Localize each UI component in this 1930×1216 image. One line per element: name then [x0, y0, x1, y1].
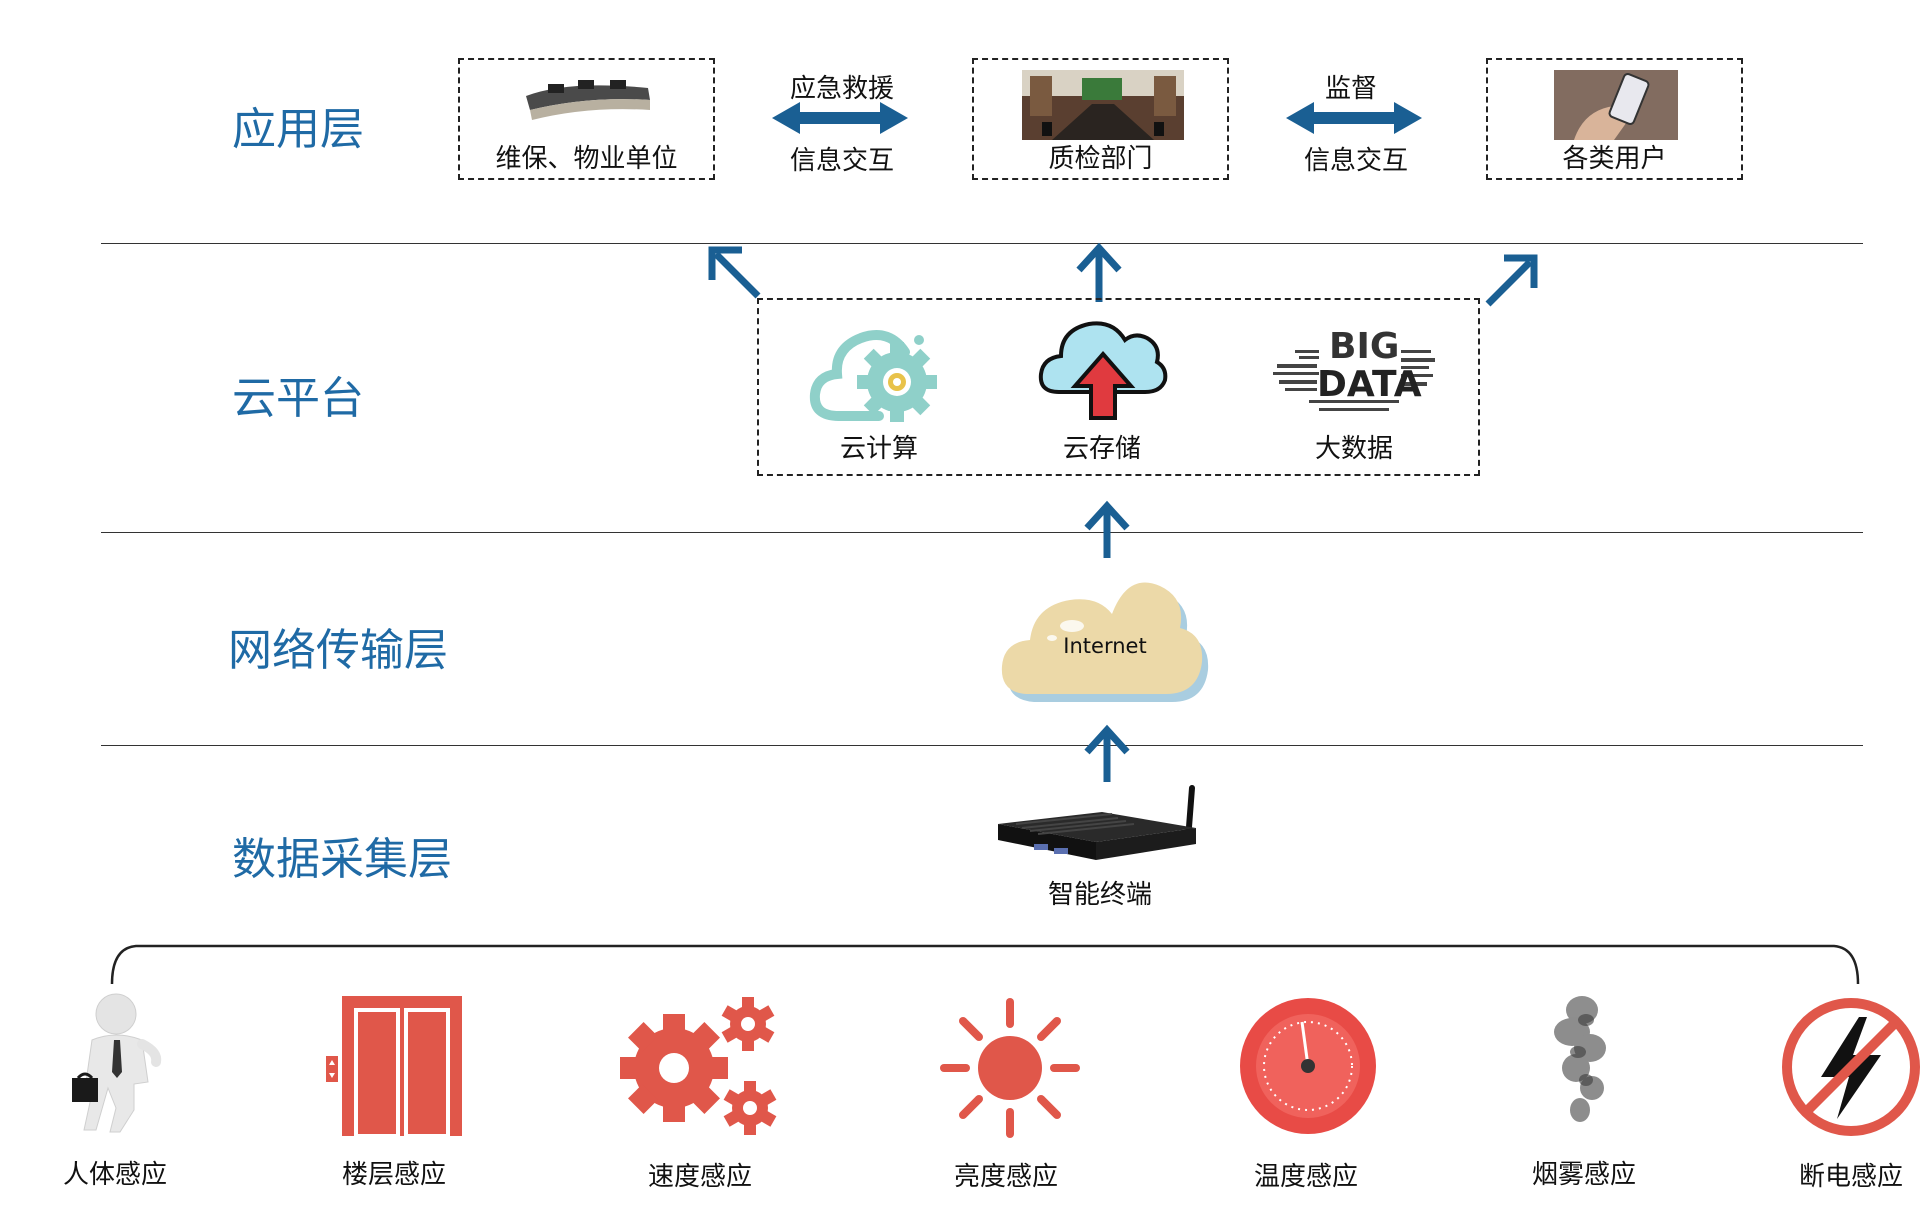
smart-terminal-icon [998, 785, 1196, 860]
gauge-icon [1240, 998, 1376, 1134]
link-label-top: 监督 [1324, 74, 1377, 104]
terminal-label: 智能终端 [1047, 880, 1152, 910]
arrow-up-right-icon [1485, 254, 1538, 307]
arrow-up-icon [1084, 500, 1130, 558]
sensor-label: 烟雾感应 [1531, 1160, 1636, 1190]
layer-divider [101, 745, 1863, 746]
gears-icon [620, 997, 777, 1135]
businessman-icon [72, 993, 162, 1133]
big-data-wordcloud-icon: BIG DATA [1273, 326, 1435, 411]
double-arrow-icon [772, 102, 908, 134]
internet-cloud-icon [1001, 582, 1209, 702]
app-box-label: 各类用户 [1562, 144, 1667, 174]
link-label-bottom: 信息交互 [789, 146, 894, 176]
sensor-label: 速度感应 [647, 1162, 752, 1192]
brace-bracket [110, 944, 1860, 985]
sun-icon [940, 998, 1080, 1138]
arrow-up-icon [1076, 242, 1122, 302]
arrow-up-icon [1084, 724, 1130, 782]
layer-title-data-collection: 数据采集层 [232, 834, 452, 885]
smartphone-hand-image [1554, 70, 1678, 140]
sensor-label: 人体感应 [62, 1160, 167, 1190]
arrow-up-left-icon [708, 246, 761, 299]
layer-divider [101, 532, 1863, 533]
control-desk-image [526, 80, 650, 120]
smoke-icon [1554, 996, 1606, 1122]
layer-title-application: 应用层 [232, 104, 364, 155]
cloud-item-label: 云计算 [839, 434, 918, 464]
link-label-top: 应急救援 [789, 74, 894, 104]
layer-title-cloud-platform: 云平台 [232, 373, 364, 424]
app-box-quality-dept: 质检部门 [972, 58, 1229, 180]
sensor-label: 亮度感应 [953, 1162, 1058, 1192]
layer-divider [101, 243, 1863, 244]
sensor-label: 温度感应 [1253, 1162, 1358, 1192]
power-off-icon [1782, 998, 1920, 1136]
cloud-gear-icon [809, 330, 937, 422]
layer-title-network: 网络传输层 [228, 625, 448, 676]
double-arrow-icon [1286, 102, 1422, 134]
conference-room-image [1022, 70, 1184, 140]
big-data-art-data: DATA [1317, 364, 1422, 405]
app-box-users: 各类用户 [1486, 58, 1743, 180]
elevator-door-icon [326, 996, 462, 1138]
app-box-label: 维保、物业单位 [495, 144, 678, 174]
cloud-item-label: 云存储 [1062, 434, 1141, 464]
sensor-label: 断电感应 [1798, 1162, 1903, 1192]
internet-label: Internet [1063, 634, 1147, 658]
link-label-bottom: 信息交互 [1303, 146, 1408, 176]
cloud-platform-box: 云计算 云存储 BIG DATA 大数据 [757, 298, 1480, 476]
cloud-item-label: 大数据 [1314, 434, 1393, 464]
app-box-maintenance: 维保、物业单位 [458, 58, 715, 180]
big-data-art-big: BIG [1329, 326, 1399, 367]
sensor-label: 楼层感应 [341, 1160, 446, 1190]
app-box-label: 质检部门 [1048, 144, 1153, 174]
cloud-upload-icon [1038, 321, 1168, 420]
